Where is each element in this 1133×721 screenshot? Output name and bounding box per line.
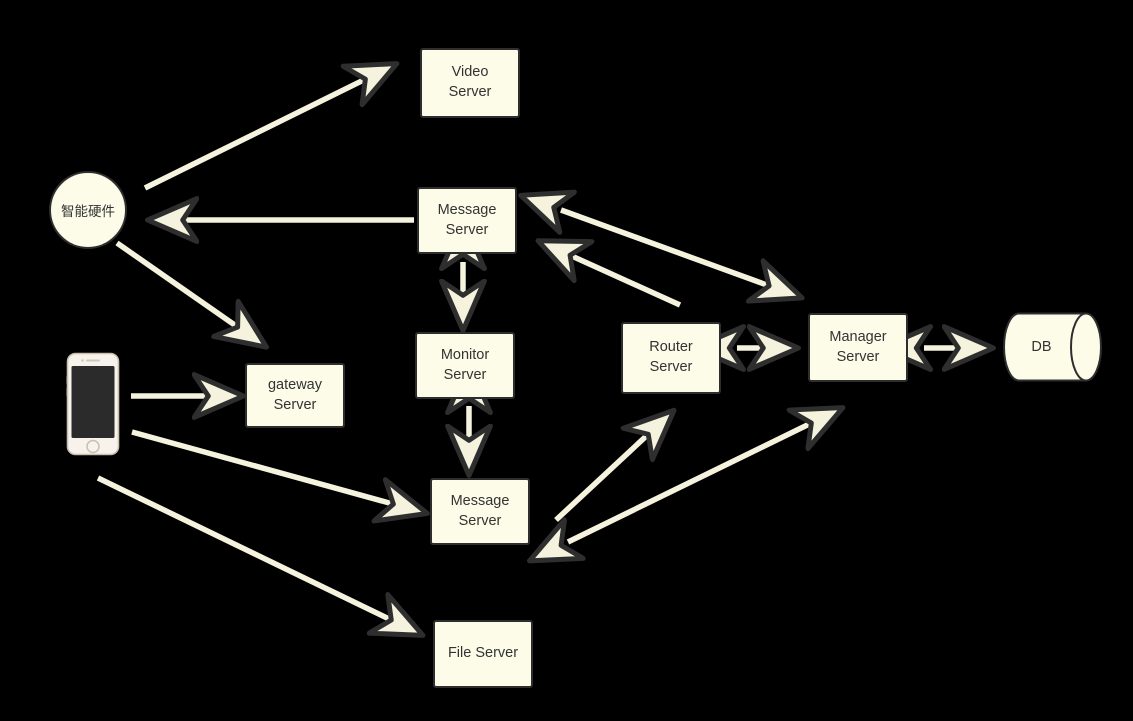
node-monitor-server-label: Monitor Server xyxy=(440,346,490,383)
node-file-server-label: File Server xyxy=(447,645,519,662)
node-video-server-label: Video Server xyxy=(448,64,492,100)
node-message-server-bottom-label: Message Server xyxy=(450,492,510,529)
edge-phone-to-file-server xyxy=(96,475,418,633)
node-manager-server-label: Manager Server xyxy=(829,328,887,365)
edge-smart-hardware-to-gateway-server xyxy=(115,240,262,344)
smartphone-icon xyxy=(66,352,120,456)
node-phone[interactable] xyxy=(66,352,120,456)
edge-smart-hardware-to-video-server xyxy=(143,66,392,191)
node-monitor-server[interactable]: Monitor Server xyxy=(415,332,515,399)
node-smart-hardware-label: 智能硬件 xyxy=(61,204,115,219)
edge-message-server-top-to-manager-server xyxy=(561,210,797,296)
node-manager-server[interactable]: Manager Server xyxy=(808,313,908,382)
edge-message-server-bottom-to-router-server xyxy=(554,414,670,523)
node-message-server-top[interactable]: Message Server xyxy=(417,187,517,254)
node-file-server[interactable]: File Server xyxy=(433,620,533,688)
node-message-server-bottom[interactable]: Message Server xyxy=(430,478,530,545)
edge-message-server-bottom-to-manager-server xyxy=(568,410,838,542)
node-gateway-server[interactable]: gateway Server xyxy=(245,363,345,428)
edge-router-server-to-message-server-top xyxy=(543,243,682,308)
node-router-server[interactable]: Router Server xyxy=(621,322,721,394)
edge-phone-to-message-server-bottom xyxy=(131,429,422,512)
node-smart-hardware[interactable]: 智能硬件 xyxy=(49,171,127,249)
node-gateway-server-label: gateway Server xyxy=(267,376,322,413)
database-cylinder-icon xyxy=(1003,312,1102,382)
node-router-server-label: Router Server xyxy=(649,339,693,375)
node-message-server-top-label: Message Server xyxy=(437,201,497,238)
node-db-label: DB xyxy=(1031,339,1052,355)
node-db[interactable]: DB xyxy=(1003,312,1102,382)
node-video-server[interactable]: Video Server xyxy=(420,48,520,118)
